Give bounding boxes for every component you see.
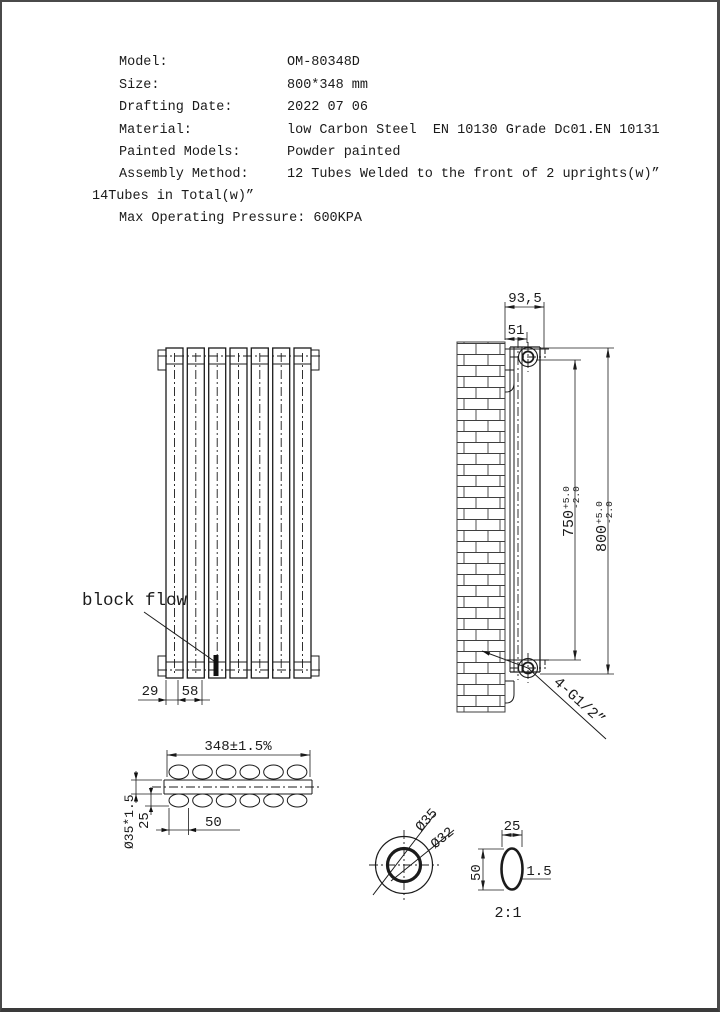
dim-29-58: 29 58 bbox=[138, 680, 210, 705]
dim-750: 750 +5.0 -2.0 bbox=[536, 359, 582, 661]
dim-800-tol-minus: -2.0 bbox=[604, 501, 615, 524]
spec-value: OM-80348D bbox=[287, 55, 360, 70]
block-flow-mark bbox=[213, 655, 219, 676]
spec-value: Powder painted bbox=[287, 145, 401, 160]
dim-50: 50 bbox=[156, 808, 240, 835]
label-d35: Ø35 bbox=[413, 806, 442, 835]
spec-row-size: Size: 800*348 mm bbox=[119, 78, 368, 93]
dim-800-tol-plus: +5.0 bbox=[594, 501, 605, 524]
dim-tube-spec: Ø35*1.5 bbox=[122, 771, 162, 849]
dim-oval-50-label: 50 bbox=[469, 864, 485, 881]
spec-value: low Carbon Steel EN 10130 Grade Dc01.EN … bbox=[287, 123, 660, 138]
tube-sections-top-row bbox=[168, 764, 308, 780]
dim-25: 25 bbox=[137, 787, 169, 829]
dim-348-label: 348±1.5% bbox=[204, 739, 272, 755]
side-view: 93,5 51 750 +5.0 -2.0 bbox=[456, 291, 615, 740]
dim-50-label: 50 bbox=[205, 815, 222, 831]
spec-row-material: Material: low Carbon Steel EN 10130 Grade… bbox=[119, 123, 660, 138]
spec-value: 2022 07 06 bbox=[287, 100, 369, 115]
spec-value: 12 Tubes Welded to the front of 2 uprigh… bbox=[287, 167, 660, 182]
dim-51: 51 bbox=[504, 323, 528, 343]
label-d32: Ø32 bbox=[428, 825, 458, 853]
dim-800: 800 +5.0 -2.0 bbox=[540, 347, 615, 675]
spec-row-assembly: Assembly Method: 12 Tubes Welded to the f… bbox=[119, 167, 660, 182]
spec-row-date: Drafting Date: 2022 07 06 bbox=[119, 100, 368, 115]
spec-label: Size: bbox=[119, 78, 160, 93]
spec-label: Material: bbox=[119, 123, 192, 138]
dim-51-label: 51 bbox=[508, 323, 525, 339]
dim-wall-1-5-label: 1.5 bbox=[526, 864, 551, 880]
dim-750-label: 750 bbox=[561, 510, 578, 537]
spec-label: Drafting Date: bbox=[119, 100, 233, 115]
upright-band bbox=[152, 779, 320, 795]
brick-wall bbox=[456, 341, 506, 713]
radiator-side-profile bbox=[509, 339, 541, 680]
scale-label: 2:1 bbox=[494, 905, 521, 922]
dim-750-tol-minus: -2.0 bbox=[571, 486, 582, 509]
dim-93-5: 93,5 bbox=[504, 291, 545, 348]
spec-row-painted: Painted Models: Powder painted bbox=[119, 145, 400, 160]
lug-top-left bbox=[157, 349, 167, 371]
block-flow-label: block flow bbox=[82, 591, 188, 611]
detail-circle: Ø35 Ø32 bbox=[369, 806, 458, 900]
dim-oval-25: 25 bbox=[501, 819, 523, 847]
dim-oval-50: 50 bbox=[469, 848, 504, 891]
spec-label: Model: bbox=[119, 55, 168, 70]
spec-label: Assembly Method: bbox=[119, 167, 249, 182]
dim-oval-25-label: 25 bbox=[504, 819, 521, 835]
dim-25-label: 25 bbox=[137, 812, 153, 829]
spec-value: 14Tubes in Total(w)” bbox=[92, 189, 255, 204]
lug-bottom-left bbox=[157, 655, 167, 677]
dim-93-5-label: 93,5 bbox=[508, 291, 542, 307]
detail-oval: 25 50 1.5 bbox=[469, 819, 552, 891]
dim-348: 348±1.5% bbox=[166, 739, 311, 777]
spec-row-model: Model: OM-80348D bbox=[119, 55, 360, 70]
wall-bracket-top bbox=[504, 348, 550, 393]
dim-58-label: 58 bbox=[182, 684, 199, 700]
block-flow-leader bbox=[143, 611, 215, 662]
dim-tube-spec-label: Ø35*1.5 bbox=[122, 794, 137, 849]
dim-wall-1-5: 1.5 bbox=[520, 864, 552, 880]
lug-bottom-right bbox=[310, 655, 320, 677]
spec-value: 600KPA bbox=[313, 211, 362, 226]
connection-label: 4-G1/2” bbox=[550, 674, 608, 729]
dim-800-label: 800 bbox=[594, 525, 611, 552]
spec-row-pressure: Max Operating Pressure: 600KPA bbox=[119, 211, 362, 226]
top-view: 348±1.5% Ø35*1.5 25 bbox=[122, 739, 320, 849]
spec-row-assembly-cont: 14Tubes in Total(w)” bbox=[92, 189, 254, 204]
dim-29-label: 29 bbox=[142, 684, 159, 700]
dim-750-tol-plus: +5.0 bbox=[561, 486, 572, 509]
spec-label: Painted Models: bbox=[119, 145, 241, 160]
front-view: block flow 29 58 bbox=[82, 347, 320, 705]
spec-label: Max Operating Pressure: bbox=[119, 211, 306, 226]
spec-value: 800*348 mm bbox=[287, 78, 369, 93]
tube-sections-bottom-row bbox=[168, 793, 308, 808]
lug-top-right bbox=[310, 349, 320, 371]
